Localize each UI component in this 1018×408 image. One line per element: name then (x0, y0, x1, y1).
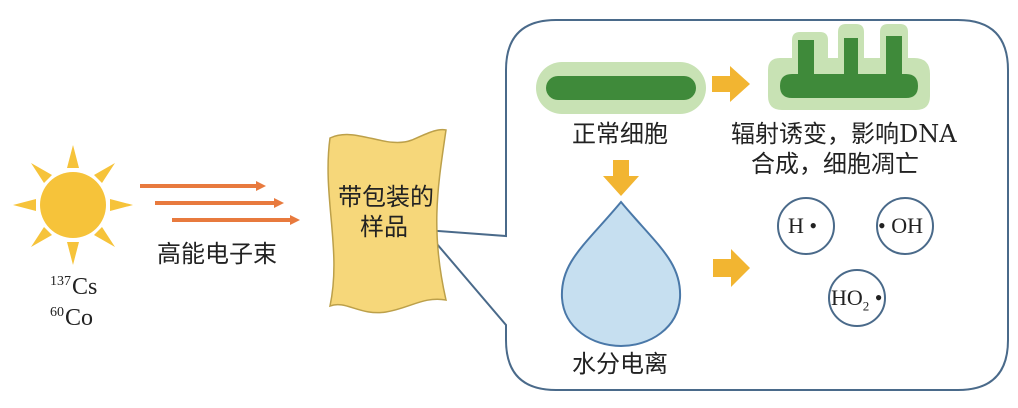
radical-h-circle (777, 197, 835, 255)
normal-cell-icon (536, 62, 706, 114)
water-drop-icon (560, 200, 682, 348)
sample-package-icon (327, 128, 447, 314)
beam-arrows (140, 181, 300, 225)
radical-ho2-circle (828, 269, 886, 327)
radical-ho2: HO2 • (831, 285, 883, 314)
water-ionization-label: 水分电离 (572, 350, 668, 378)
normal-cell-label: 正常细胞 (572, 120, 668, 148)
sun-icon (13, 145, 133, 265)
effect-label-line1: 辐射诱变，影响DNA (731, 120, 957, 148)
radical-oh: • OH (878, 213, 923, 238)
isotope-co60: 60Co (50, 305, 94, 331)
arrow-right-top (712, 66, 750, 102)
mutated-cell-icon (768, 24, 930, 110)
arrow-down (603, 160, 639, 196)
radical-oh-circle (876, 197, 934, 255)
beam-label: 高能电子束 (157, 240, 277, 268)
radical-h: H • (788, 213, 818, 238)
sample-label-line1: 带包装的 (338, 183, 434, 211)
isotope-cs137: 137Cs (50, 274, 98, 300)
arrow-right-bottom (713, 249, 750, 287)
sample-label-line2: 样品 (360, 213, 408, 241)
effect-label-line2: 合成，细胞凋亡 (751, 150, 919, 178)
